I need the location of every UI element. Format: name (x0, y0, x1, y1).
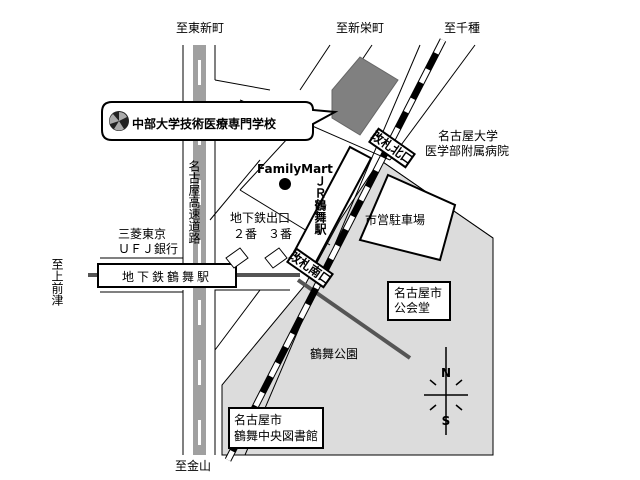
public-hall-label-2: 公会堂 (394, 301, 430, 315)
subway-station (97, 263, 237, 288)
compass-south-label: S (442, 414, 451, 428)
library (228, 407, 324, 449)
compass-north-label: N (441, 366, 451, 380)
jr-railway (225, 38, 446, 462)
hospital-label-1: 名古屋大学 (438, 128, 498, 143)
bank-label-1: 三菱東京 (118, 227, 166, 241)
public-hall-label-1: 名古屋市 (394, 285, 442, 300)
direction-higashi-shinmachi: 至東新町 (176, 20, 224, 35)
bank-label-2: ＵＦＪ銀行 (118, 242, 178, 256)
compass-icon (424, 347, 468, 435)
hospital-label-2: 医学部附属病院 (425, 143, 509, 158)
direction-kanayama: 至金山 (175, 458, 211, 473)
subway-exit-stairs (225, 247, 288, 269)
school-callout (101, 101, 339, 141)
school-name: 中部大学技術医療専門学校 (132, 116, 277, 131)
jr-station-label: ＪＲ鶴舞駅 (313, 175, 327, 236)
direction-kamimaezu: 至上前津 (50, 258, 64, 306)
expressway-label: 名古屋高速道路 (187, 159, 201, 245)
familymart-label: FamilyMart (257, 162, 333, 176)
public-hall (387, 281, 451, 321)
familymart-marker (279, 178, 291, 190)
subway-exit-3-label: ３番 (268, 227, 292, 241)
subway-exit-2-label: ２番 (233, 227, 257, 241)
school-block (331, 56, 399, 136)
park-label: 鶴舞公園 (310, 346, 358, 361)
school-logo-icon (109, 111, 129, 131)
subway-exit-title: 地下鉄出口 (230, 210, 290, 225)
subway-station-label: 地下鉄鶴舞駅 (122, 269, 212, 284)
library-label-1: 名古屋市 (234, 412, 282, 427)
parking-label: 市営駐車場 (365, 212, 425, 227)
direction-chikusa: 至千種 (444, 21, 480, 35)
direction-shinsakaemachi: 至新栄町 (336, 20, 384, 35)
library-label-2: 鶴舞中央図書館 (234, 428, 318, 443)
parking-lot (358, 173, 457, 262)
